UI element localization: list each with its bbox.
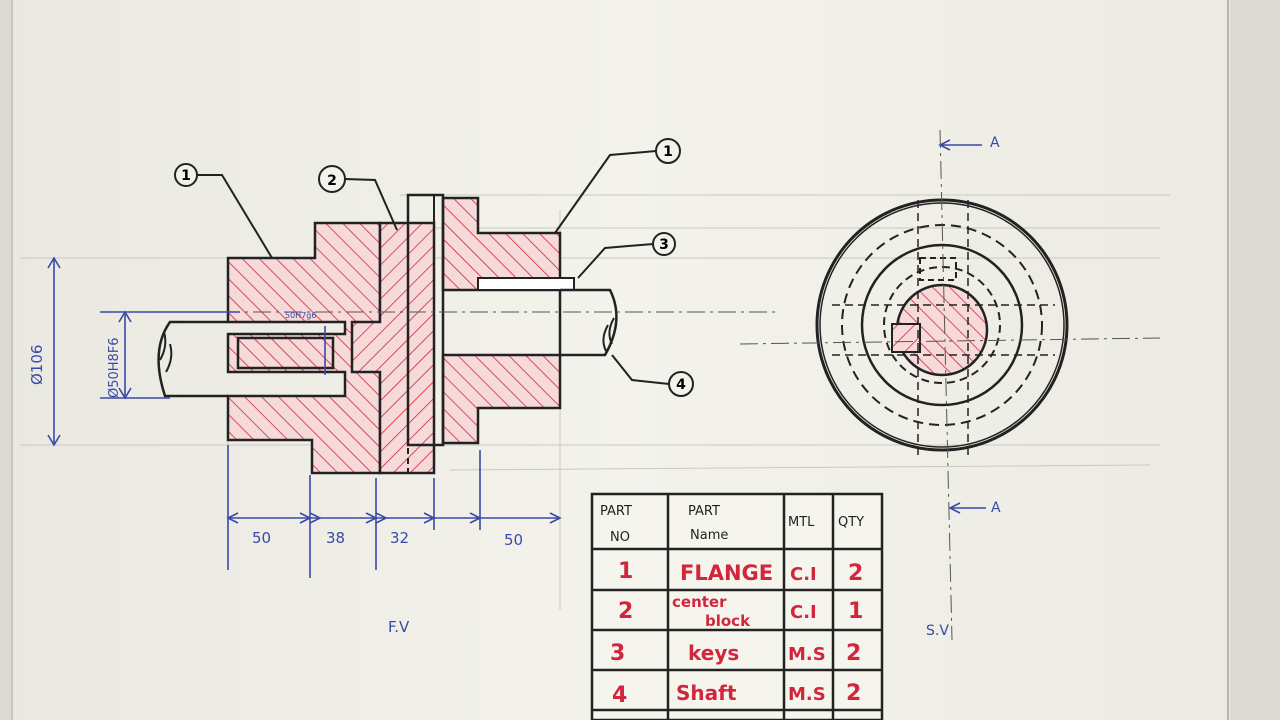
dim-len-1: 50 — [252, 529, 271, 547]
row3-no: 3 — [610, 641, 625, 666]
key-section — [891, 323, 921, 353]
parts-table — [590, 492, 884, 720]
row1-qty: 2 — [848, 561, 863, 586]
row4-no: 4 — [612, 683, 627, 708]
header-part-name-2: Name — [690, 528, 728, 543]
section-mark-top: A — [990, 135, 1000, 151]
balloon-3: 3 — [659, 237, 669, 253]
header-part-no-1: PART — [600, 504, 632, 519]
side-view — [739, 129, 1161, 641]
shaft-part-4 — [157, 288, 618, 398]
dim-bore-fit: Ø50H8F6 — [107, 337, 122, 398]
header-qty: QTY — [838, 515, 864, 530]
dim-len-2: 38 — [326, 529, 345, 547]
header-part-name-1: PART — [688, 504, 720, 519]
balloons — [174, 138, 694, 397]
balloon-1-right: 1 — [663, 144, 673, 160]
balloon-4: 4 — [676, 377, 686, 393]
front-view — [157, 193, 780, 475]
row1-no: 1 — [618, 559, 633, 584]
section-arrows — [938, 139, 986, 514]
row2-name-2: block — [705, 612, 751, 630]
dim-len-4: 50 — [504, 531, 523, 549]
row4-name: Shaft — [676, 681, 737, 705]
dimension-lines — [47, 256, 562, 578]
row3-qty: 2 — [846, 641, 861, 666]
row2-qty: 1 — [848, 599, 863, 624]
header-mtl: MTL — [788, 515, 815, 530]
balloon-1-left: 1 — [181, 168, 191, 184]
row2-no: 2 — [618, 599, 633, 624]
row4-mtl: M.S — [788, 684, 826, 705]
row3-name: keys — [688, 641, 739, 665]
row3-mtl: M.S — [788, 644, 826, 665]
balloon-2: 2 — [327, 173, 337, 189]
section-mark-bottom: A — [991, 500, 1001, 516]
dim-len-3: 32 — [390, 529, 409, 547]
dim-small-fit: 50H7g6 — [285, 311, 316, 320]
front-view-label: F.V — [388, 618, 410, 636]
row1-name: FLANGE — [680, 561, 773, 585]
row1-mtl: C.I — [790, 564, 817, 585]
side-view-label: S.V — [926, 623, 949, 639]
dim-overall-dia: Ø106 — [28, 345, 46, 385]
header-part-no-2: NO — [610, 530, 630, 545]
row2-name-1: center — [672, 593, 727, 611]
row4-qty: 2 — [846, 681, 861, 706]
row2-mtl: C.I — [790, 602, 817, 623]
construction-lines — [20, 194, 1170, 610]
key-part-3 — [477, 277, 575, 291]
